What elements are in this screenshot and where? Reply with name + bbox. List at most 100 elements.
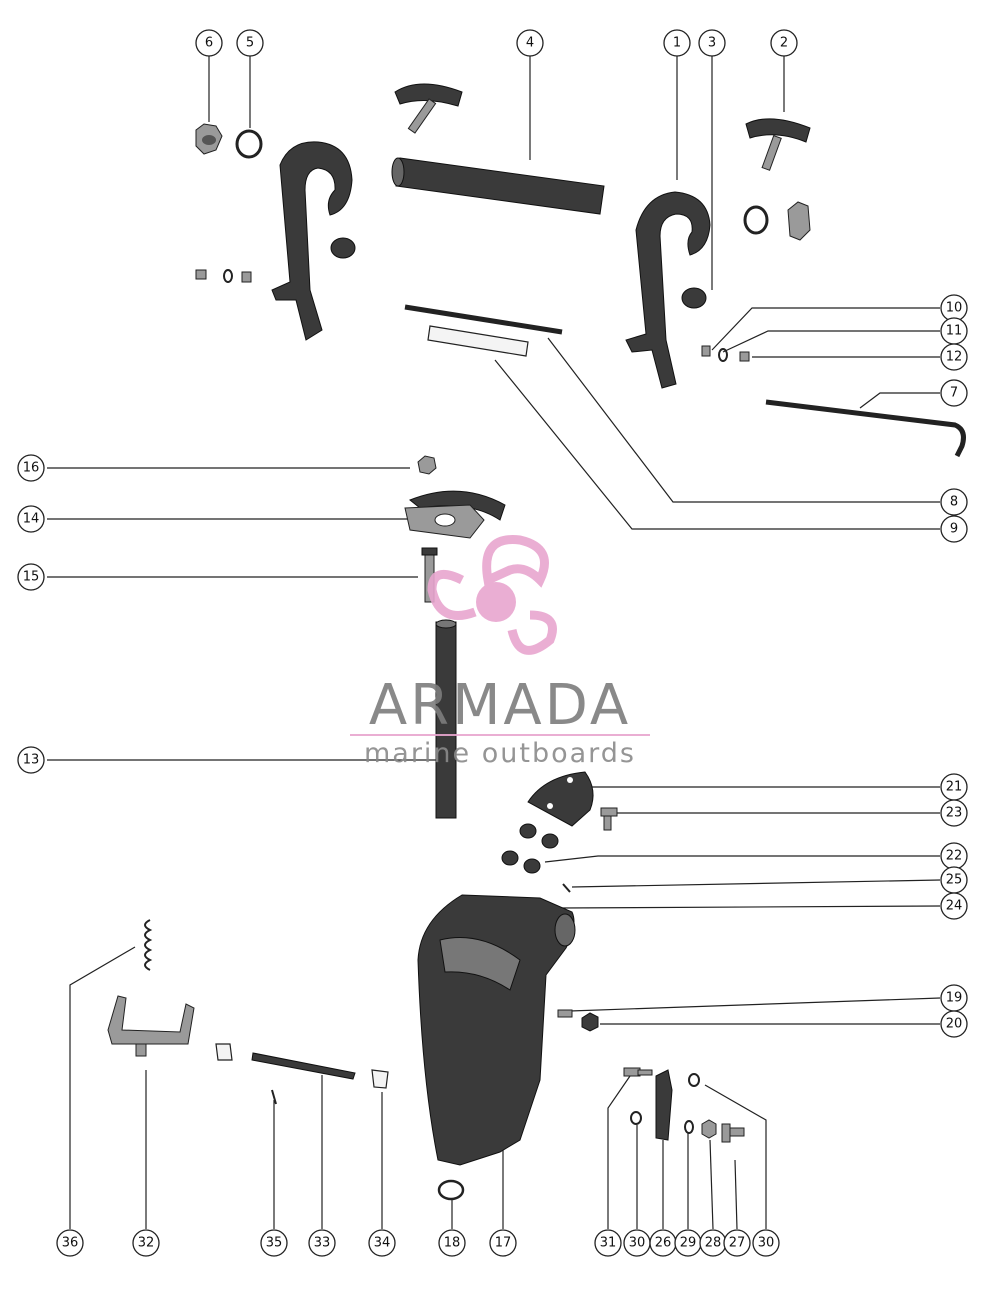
callout-14: 14 [17,505,45,533]
part-shaft-33 [251,1052,356,1080]
callout-18: 18 [438,1229,466,1257]
brand-logo: ARMADA marine outboards [350,535,650,769]
callout-17: 17 [489,1229,517,1257]
callout-label: 29 [680,1236,697,1251]
callout-31: 31 [594,1229,622,1257]
callout-label: 19 [946,991,963,1006]
callout-35: 35 [260,1229,288,1257]
callout-label: 30 [758,1236,775,1251]
callout-label: 6 [205,36,213,51]
part-washer-30a [630,1111,642,1125]
callout-30b: 30 [752,1229,780,1257]
part-nut-16 [417,455,437,475]
propeller-blade-right [507,610,557,655]
callout-label: 14 [23,512,40,527]
part-bushing-left [215,1043,233,1061]
part-nut-20 [581,1012,599,1032]
part-sleeve-9 [427,325,529,357]
callout-label: 3 [708,36,716,51]
part-pin-35 [271,1089,277,1105]
part-nut-28 [701,1119,717,1139]
part-rod-8 [404,304,563,335]
part-bushing-34 [371,1069,389,1089]
callout-label: 25 [946,873,963,888]
callout-label: 5 [246,36,254,51]
callout-8: 8 [940,488,968,516]
part-shaft-13 [435,619,457,819]
callout-12: 12 [940,343,968,371]
callout-label: 26 [655,1236,672,1251]
part-nut-right [787,201,811,241]
propeller-blade-left [427,569,477,620]
part-oring-18 [437,1179,465,1201]
callout-label: 13 [23,753,40,768]
callout-label: 18 [444,1236,461,1251]
callout-label: 27 [729,1236,746,1251]
callout-9: 9 [940,515,968,543]
callout-label: 2 [780,36,788,51]
part-plate-14 [404,490,506,539]
brand-name: ARMADA [369,673,631,738]
callout-23: 23 [940,799,968,827]
part-washer-5 [235,129,263,159]
callout-label: 4 [526,36,534,51]
propeller-hub [476,582,516,622]
callout-label: 31 [600,1236,617,1251]
callout-label: 12 [946,350,963,365]
callout-22: 22 [940,842,968,870]
callout-label: 15 [23,570,40,585]
part-small-nuts-left [195,269,252,283]
part-small-hardware-10-12 [701,345,750,362]
callout-3: 3 [698,29,726,57]
callout-36: 36 [56,1229,84,1257]
callout-label: 28 [705,1236,722,1251]
brand-tagline: marine outboards [364,738,636,769]
callout-4: 4 [516,29,544,57]
callout-label: 11 [946,324,963,339]
part-bolt-31 [623,1067,653,1077]
callout-27: 27 [723,1229,751,1257]
part-bracket-right [625,191,711,389]
callout-2: 2 [770,29,798,57]
leader-lines [47,56,941,1230]
part-bolt-27 [721,1123,745,1143]
callout-label: 7 [950,386,958,401]
callout-1: 1 [663,29,691,57]
callout-29: 29 [674,1229,702,1257]
callout-7: 7 [940,379,968,407]
callout-33: 33 [308,1229,336,1257]
part-bracket-21 [527,771,594,827]
part-clamp-screw-left [394,83,463,134]
callout-label: 22 [946,849,963,864]
part-washer-right [743,205,769,235]
callout-label: 20 [946,1017,963,1032]
part-nut-6 [195,123,223,155]
part-lever-32 [107,995,195,1057]
callout-label: 16 [23,461,40,476]
callout-32: 32 [132,1229,160,1257]
part-screw-19 [557,1009,573,1018]
callout-15: 15 [17,563,45,591]
callout-label: 9 [950,522,958,537]
part-screw-23 [600,807,618,831]
part-lever-7 [765,399,966,458]
part-washer-29 [684,1120,694,1134]
callout-5: 5 [236,29,264,57]
callout-6: 6 [195,29,223,57]
part-tube-4 [391,157,605,215]
part-washer-30b [688,1073,700,1087]
callout-label: 8 [950,495,958,510]
part-pin-25 [562,883,571,893]
part-lever-26 [655,1069,673,1141]
callout-19: 19 [940,984,968,1012]
part-bracket-left [271,141,356,341]
callout-label: 34 [374,1236,391,1251]
callout-label: 21 [946,780,963,795]
callout-label: 1 [673,36,681,51]
callout-34: 34 [368,1229,396,1257]
callout-25: 25 [940,866,968,894]
callout-28: 28 [699,1229,727,1257]
callout-label: 33 [314,1236,331,1251]
callout-21: 21 [940,773,968,801]
